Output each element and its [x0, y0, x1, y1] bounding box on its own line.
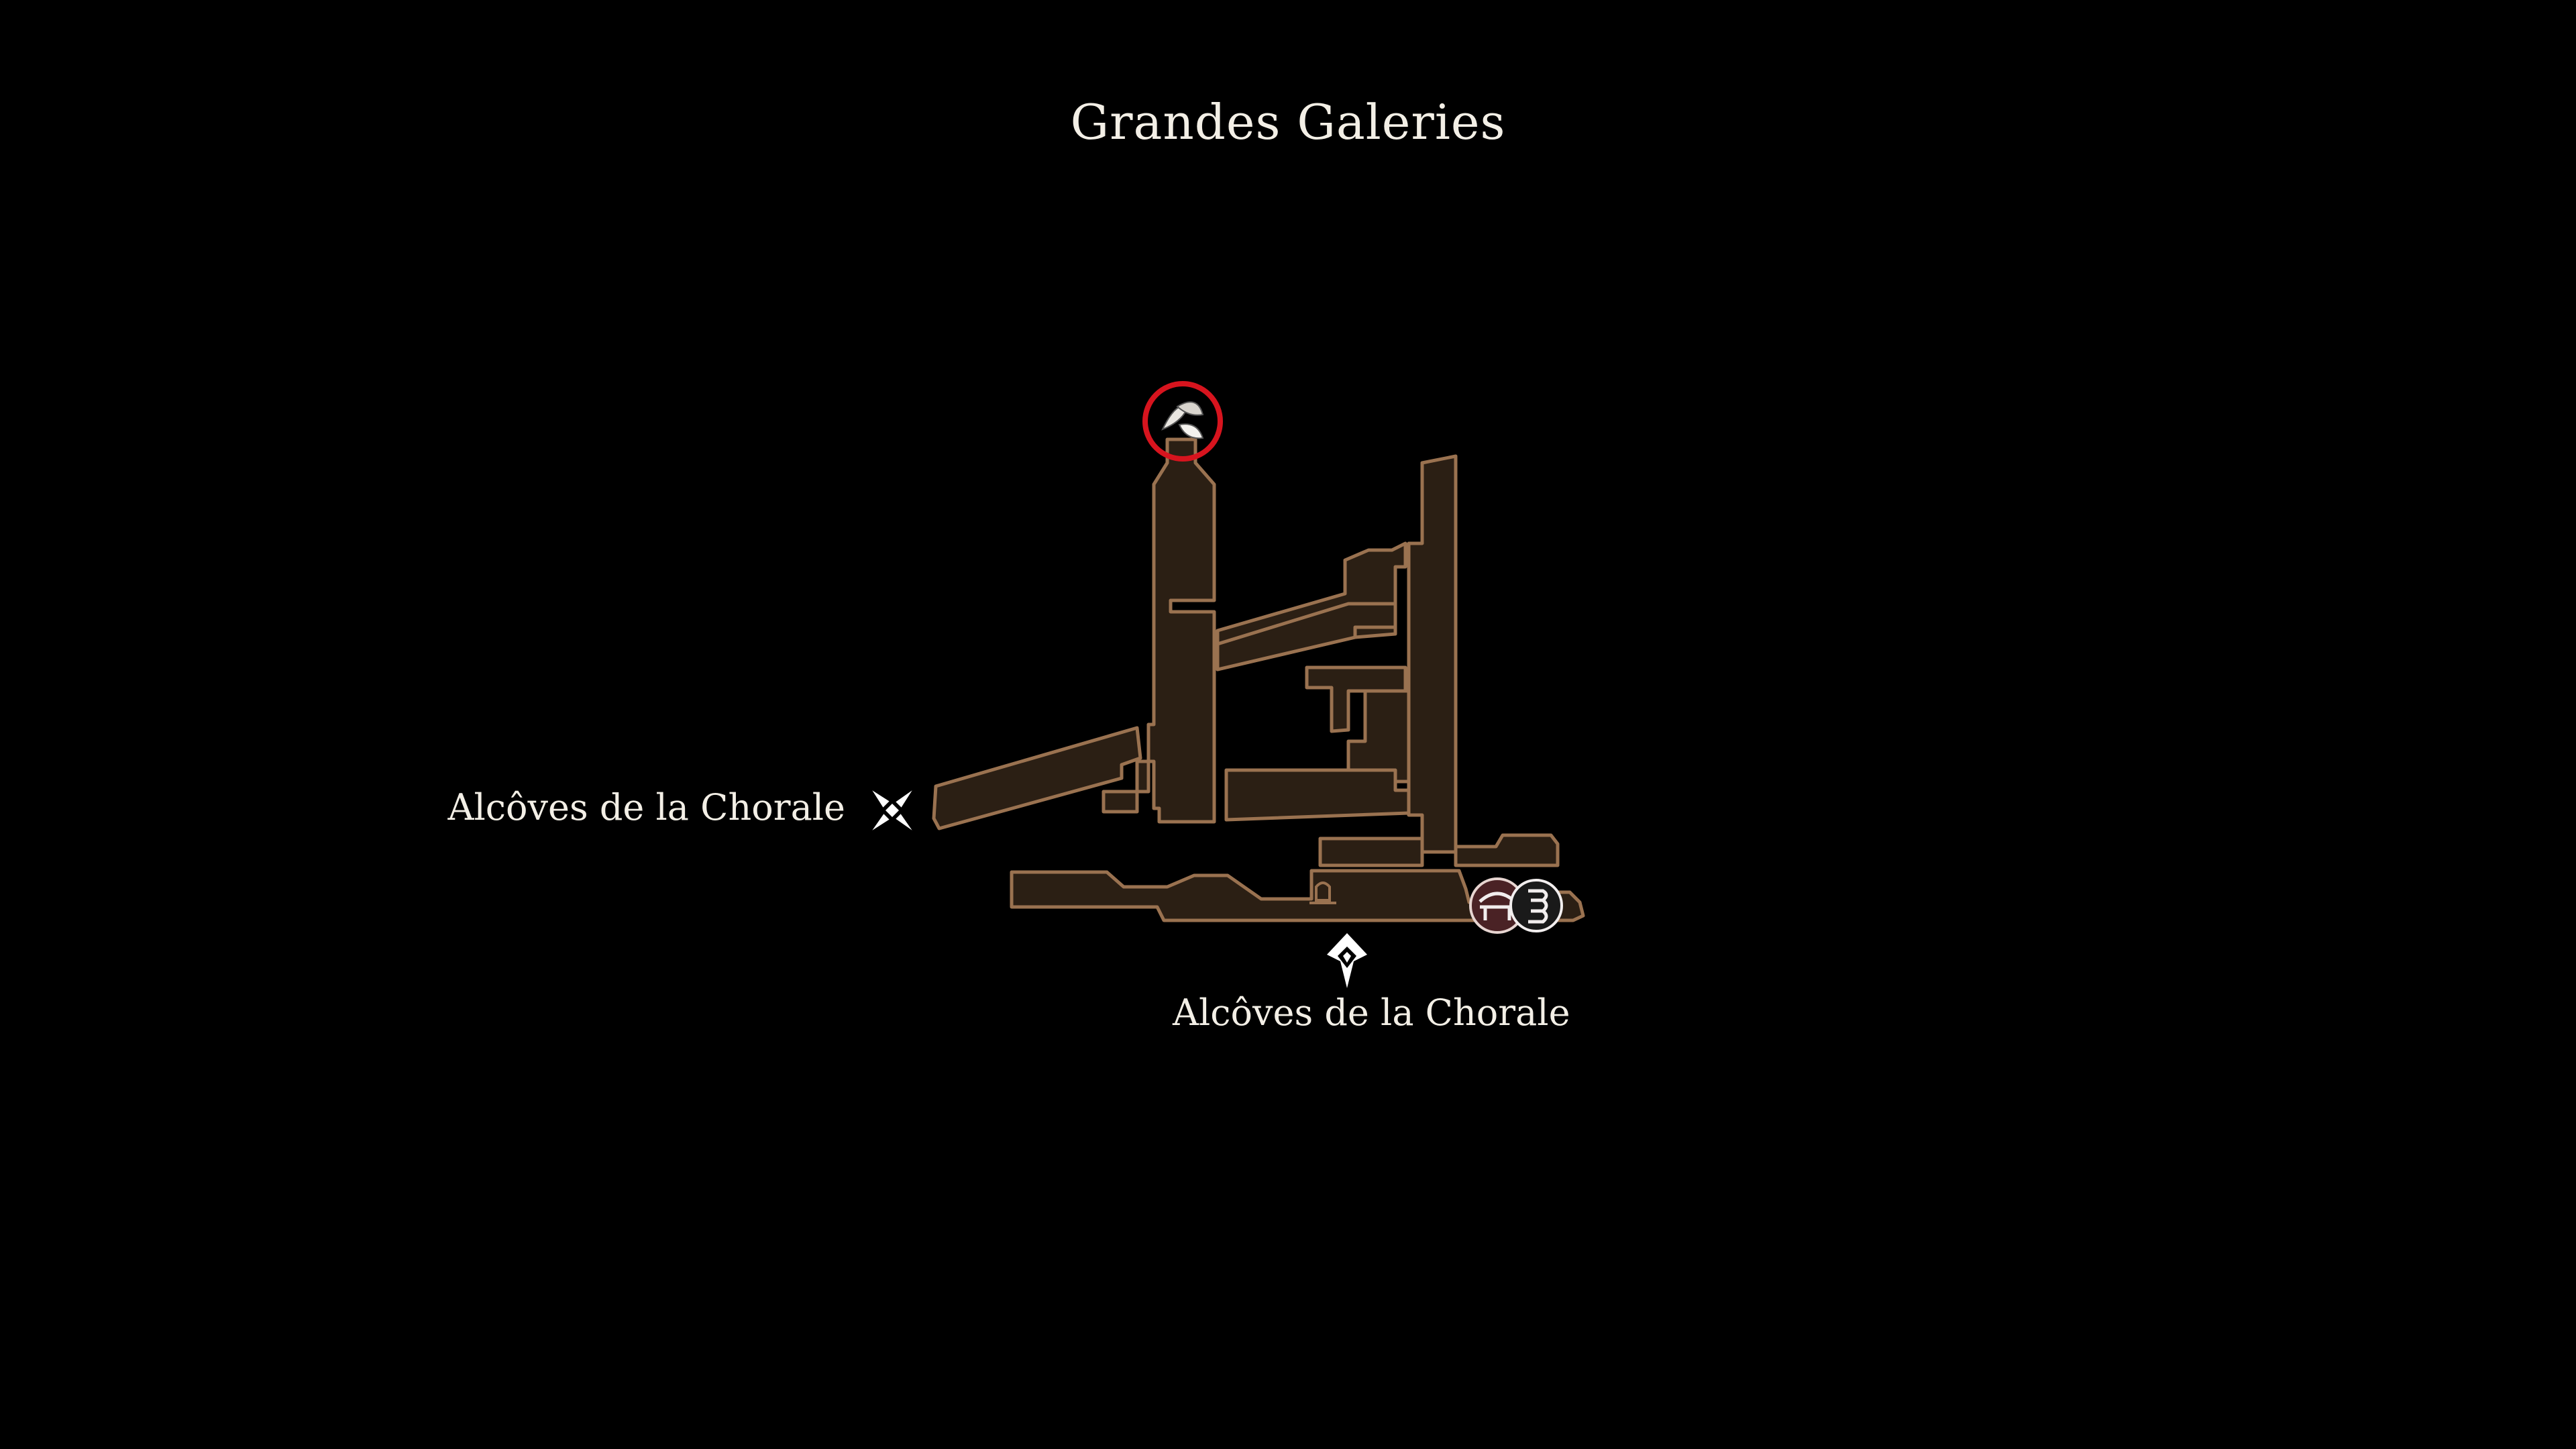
transition-star-icon[interactable] [853, 771, 932, 851]
map-title: Grandes Galeries [1070, 94, 1506, 150]
map-room-lower-band [1224, 768, 1411, 822]
lamp-icon [1309, 881, 1336, 904]
npc-marker[interactable] [1509, 879, 1563, 932]
map-room-right-hook [1454, 833, 1560, 867]
shell-spiral-icon [1528, 889, 1548, 924]
map-room-stairs-lower [1216, 602, 1397, 672]
map-room-right-column [1407, 454, 1458, 854]
collectible-marker[interactable] [1142, 381, 1223, 462]
transition-star-icon[interactable] [1327, 933, 1367, 988]
exit-label-south: Alcôves de la Chorale [1173, 991, 1570, 1034]
highlight-circle [1142, 381, 1223, 462]
bench-icon [1479, 892, 1516, 920]
map-room-middle [1305, 665, 1407, 733]
map-room-connector [1346, 689, 1411, 784]
map-room-west-corridor [932, 726, 1142, 830]
map-room-bottom-hall [1010, 869, 1585, 922]
map-room-tower [1102, 437, 1216, 824]
map-room-right-wing [1318, 837, 1424, 867]
flower-petal-icon [1161, 401, 1204, 439]
exit-label-west: Alcôves de la Chorale [447, 786, 845, 828]
